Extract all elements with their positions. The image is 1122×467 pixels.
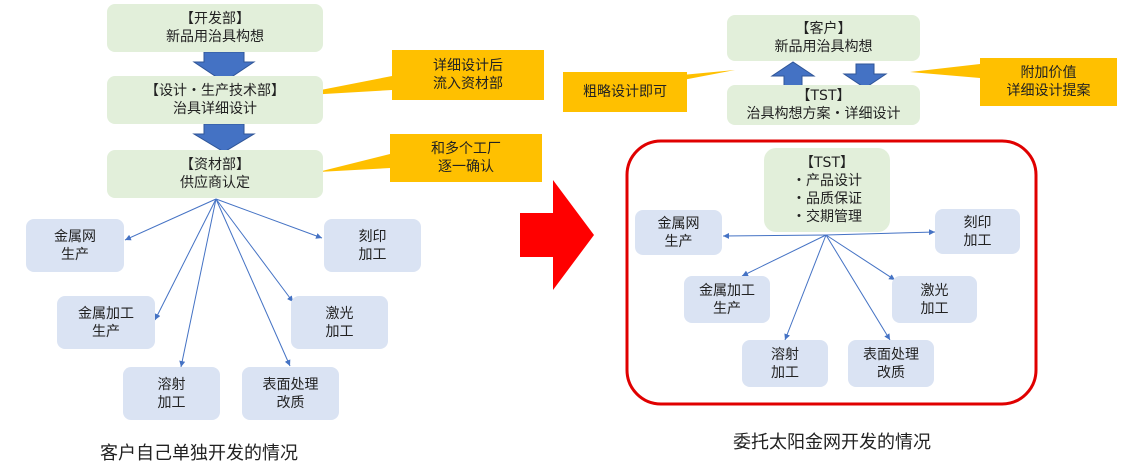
note-rough-text: 粗略设计即可: [583, 84, 667, 100]
tst-frame: [625, 139, 1038, 406]
note-value: 附加价值 详细设计提案: [980, 58, 1117, 106]
design-dept-box: 【设计・生产技术部】 治具详细设计: [107, 76, 323, 124]
note-confirm-tail: [318, 154, 390, 172]
dev-dept-box: 【开发部】 新品用治具构想: [107, 4, 323, 52]
tst-center-box: 【TST】 ・产品设计 ・品质保证 ・交期管理: [764, 148, 890, 232]
note-detail-line2: 流入资材部: [433, 76, 503, 92]
right-supplier-surface: 表面处理 改质: [848, 340, 934, 387]
left-laser-line1: 激光: [325, 305, 354, 322]
left-surface-line2: 改质: [276, 394, 305, 411]
note-rough: 粗略设计即可: [563, 72, 687, 112]
material-dept-box: 【资材部】 供应商认定: [107, 150, 323, 198]
right-supplier-engrave: 刻印 加工: [935, 209, 1020, 254]
left-supplier-connectors: [124, 198, 323, 368]
left-welding-line2: 加工: [157, 394, 186, 411]
left-welding-line1: 溶射: [157, 376, 186, 393]
left-supplier-welding: 溶射 加工: [123, 367, 220, 420]
note-value-line2: 详细设计提案: [1006, 83, 1091, 99]
tst-top-box: 【TST】 治具构想方案・详细设计: [727, 85, 920, 125]
tst-center-item1: ・产品设计: [792, 173, 862, 189]
note-value-tail: [910, 64, 980, 78]
dev-dept-title: 【开发部】: [180, 11, 250, 27]
right-engrave-line2: 加工: [963, 232, 992, 249]
right-surface-line1: 表面处理: [863, 346, 919, 363]
right-welding-line1: 溶射: [771, 346, 799, 363]
left-supplier-laser: 激光 加工: [291, 296, 388, 349]
customer-text: 新品用治具构想: [774, 39, 873, 55]
tst-top-text: 治具构想方案・详细设计: [746, 106, 901, 122]
big-red-arrow: [520, 180, 594, 290]
left-down-arrow-2: [192, 123, 256, 153]
left-down-arrow-1: [192, 51, 256, 83]
design-dept-title: 【设计・生产技术部】: [145, 83, 285, 99]
dev-dept-text: 新品用治具构想: [166, 29, 264, 45]
left-caption: 客户自己单独开发的情况: [100, 443, 298, 464]
right-caption: 委托太阳金网开发的情况: [733, 432, 931, 453]
left-mesh-line1: 金属网: [54, 228, 96, 245]
left-engrave-line1: 刻印: [358, 228, 387, 245]
left-supplier-engrave: 刻印 加工: [324, 219, 421, 272]
right-laser-line1: 激光: [920, 282, 949, 299]
left-supplier-mesh: 金属网 生产: [26, 219, 124, 272]
note-confirm: 和多个工厂 逐一确认: [390, 134, 542, 182]
note-detail-line1: 详细设计后: [433, 58, 503, 74]
right-up-arrow: [770, 61, 816, 87]
right-supplier-laser: 激光 加工: [892, 276, 977, 323]
note-confirm-line2: 逐一确认: [438, 159, 494, 175]
right-welding-line2: 加工: [771, 364, 799, 381]
right-supplier-mesh: 金属网 生产: [635, 210, 722, 255]
tst-center-item3: ・交期管理: [792, 209, 862, 225]
note-confirm-line1: 和多个工厂: [431, 141, 501, 157]
material-dept-title: 【资材部】: [180, 157, 250, 173]
design-dept-text: 治具详细设计: [173, 101, 257, 117]
right-laser-line2: 加工: [920, 300, 949, 317]
right-mesh-line1: 金属网: [657, 215, 700, 232]
customer-box: 【客户】 新品用治具构想: [727, 15, 920, 61]
tst-center-title: 【TST】: [800, 155, 854, 171]
right-supplier-welding: 溶射 加工: [742, 340, 828, 387]
left-surface-line1: 表面处理: [262, 376, 319, 393]
left-mesh-line2: 生产: [61, 246, 89, 263]
left-engrave-line2: 加工: [358, 246, 387, 263]
tst-center-item2: ・品质保证: [792, 191, 862, 207]
right-down-arrow: [842, 63, 888, 89]
customer-title: 【客户】: [795, 21, 852, 37]
material-dept-text: 供应商认定: [180, 175, 250, 191]
right-supplier-metalwork: 金属加工 生产: [684, 276, 770, 323]
right-engrave-line1: 刻印: [963, 214, 992, 231]
note-value-line1: 附加价值: [1020, 65, 1077, 81]
right-surface-line2: 改质: [877, 364, 905, 381]
left-laser-line2: 加工: [325, 323, 354, 340]
left-metalwork-line2: 生产: [92, 323, 120, 340]
note-detail: 详细设计后 流入资材部: [392, 50, 544, 100]
right-metalwork-line2: 生产: [713, 300, 741, 317]
left-supplier-surface: 表面处理 改质: [242, 367, 339, 420]
tst-top-title: 【TST】: [796, 88, 851, 104]
right-mesh-line2: 生产: [664, 233, 693, 250]
right-metalwork-line1: 金属加工: [699, 282, 755, 299]
right-supplier-connectors: [722, 229, 936, 341]
left-metalwork-line1: 金属加工: [78, 305, 134, 322]
left-supplier-metalwork: 金属加工 生产: [57, 296, 155, 349]
